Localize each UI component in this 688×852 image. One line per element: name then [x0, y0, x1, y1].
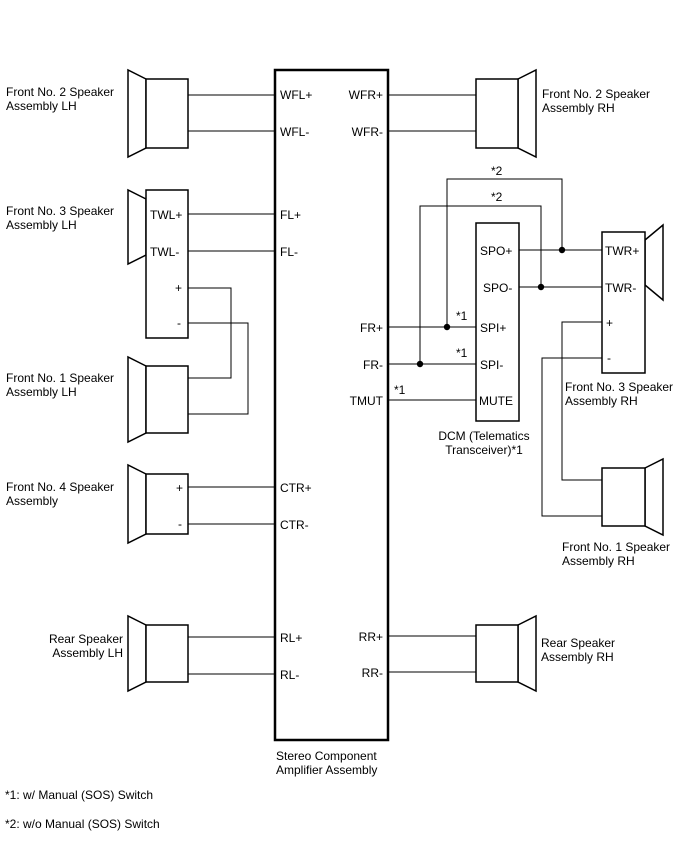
wires — [188, 94, 602, 675]
pin-fr-plus: FR+ — [360, 321, 383, 335]
pin-spo-plus: SPO+ — [480, 244, 512, 258]
mark-star2-second: *2 — [491, 190, 503, 204]
pin-rl-plus: RL+ — [280, 631, 302, 645]
pin-mute: MUTE — [479, 394, 513, 408]
mark-star1-tmut: *1 — [394, 383, 406, 397]
junction-dot — [443, 323, 451, 331]
label-front2-lh: Front No. 2 Speaker Assembly LH — [6, 85, 115, 113]
footnote-2: *2: w/o Manual (SOS) Switch — [5, 817, 160, 831]
pin-front3-lh-plus: + — [175, 281, 182, 295]
footnote-1: *1: w/ Manual (SOS) Switch — [5, 788, 154, 802]
pin-twl-plus: TWL+ — [150, 208, 182, 222]
pin-fr-minus: FR- — [363, 358, 383, 372]
label-amplifier: Stereo Component Amplifier Assembly — [276, 749, 378, 777]
label-dcm: DCM (Telematics Transceiver)*1 — [438, 429, 530, 457]
label-front3-rh: Front No. 3 Speaker Assembly RH — [565, 380, 674, 408]
pin-spi-minus: SPI- — [480, 358, 503, 372]
label-rear-rh: Rear Speaker Assembly RH — [541, 636, 616, 664]
junction-dot — [537, 283, 545, 291]
pin-twl-minus: TWL- — [150, 245, 179, 259]
pin-fl-plus: FL+ — [280, 208, 301, 222]
pin-spi-plus: SPI+ — [480, 321, 506, 335]
label-front2-rh: Front No. 2 Speaker Assembly RH — [542, 87, 651, 115]
pin-twr-plus: TWR+ — [605, 244, 639, 258]
junction-dot — [416, 360, 424, 368]
speaker-front1-rh — [601, 457, 664, 537]
pin-twr-minus: TWR- — [605, 281, 636, 295]
pin-rr-minus: RR- — [362, 666, 383, 680]
pin-front3-rh-plus: + — [606, 316, 613, 330]
mark-star1-spi-plus: *1 — [456, 309, 468, 323]
label-front1-rh: Front No. 1 Speaker Assembly RH — [562, 540, 671, 568]
label-front4: Front No. 4 Speaker Assembly — [6, 480, 115, 508]
label-front1-lh: Front No. 1 Speaker Assembly LH — [6, 371, 115, 399]
pin-fl-minus: FL- — [280, 245, 298, 259]
pin-rl-minus: RL- — [280, 668, 299, 682]
pin-wfl-plus: WFL+ — [280, 88, 312, 102]
speaker-front3-rh — [601, 223, 664, 374]
dcm-box — [475, 222, 520, 422]
pin-wfl-minus: WFL- — [280, 125, 309, 139]
mark-star2-top: *2 — [491, 164, 503, 178]
pin-front4-plus: + — [176, 481, 183, 495]
pin-ctr-plus: CTR+ — [280, 481, 312, 495]
label-rear-lh: Rear Speaker Assembly LH — [48, 632, 123, 660]
pin-front4-minus: - — [178, 517, 182, 531]
pin-front3-rh-minus: - — [607, 351, 611, 365]
label-front3-lh: Front No. 3 Speaker Assembly LH — [6, 204, 115, 232]
speaker-front2-lh — [127, 68, 189, 159]
speaker-front3-lh — [127, 188, 189, 339]
pin-rr-plus: RR+ — [359, 630, 383, 644]
speaker-rear-rh — [475, 614, 537, 693]
speaker-front1-lh — [127, 355, 189, 444]
amplifier-box — [273, 68, 390, 742]
pin-wfr-minus: WFR- — [352, 125, 383, 139]
pin-wfr-plus: WFR+ — [349, 88, 383, 102]
pin-ctr-minus: CTR- — [280, 518, 309, 532]
speaker-front4 — [127, 463, 189, 545]
junction-dot — [558, 246, 566, 254]
mark-star1-spi-minus: *1 — [456, 346, 468, 360]
speaker-rear-lh — [127, 614, 189, 693]
pin-front3-lh-minus: - — [177, 316, 181, 330]
pin-tmut: TMUT — [350, 394, 384, 408]
pin-spo-minus: SPO- — [483, 281, 512, 295]
speaker-front2-rh — [475, 68, 537, 159]
